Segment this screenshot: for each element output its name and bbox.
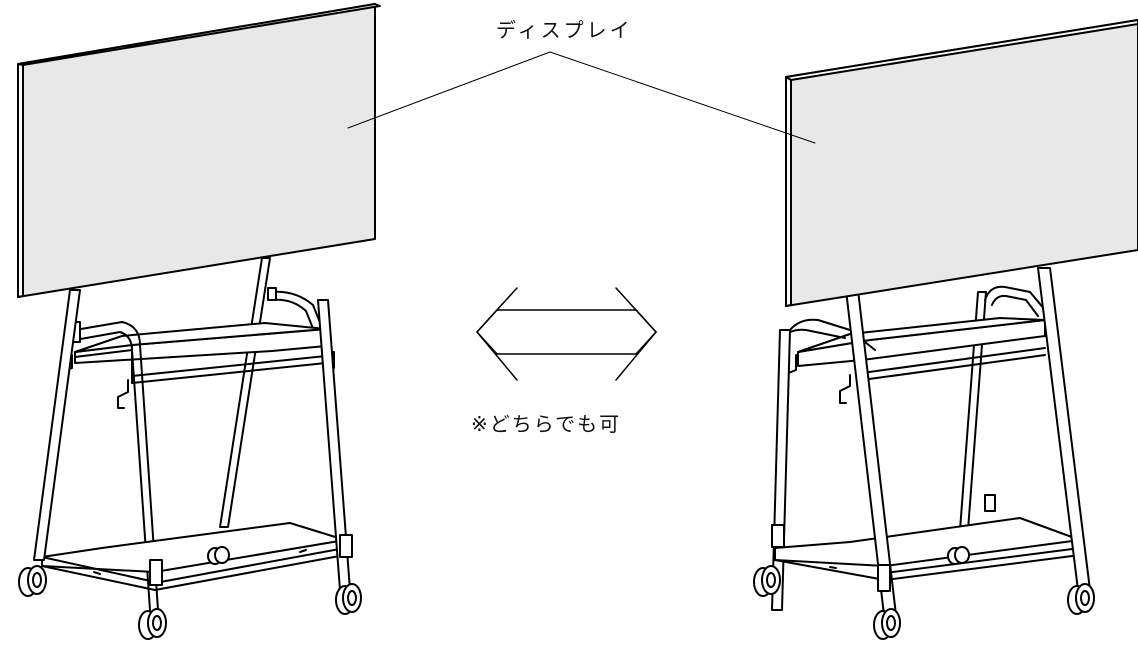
right-stand bbox=[753, 19, 1138, 640]
left-display-panel bbox=[17, 3, 381, 298]
display-label: ディスプレイ bbox=[496, 18, 633, 42]
left-caster-1 bbox=[18, 565, 47, 597]
right-lower-shelf bbox=[774, 517, 1081, 581]
left-caster-3 bbox=[138, 608, 167, 640]
left-caster-4 bbox=[207, 546, 230, 565]
right-display-panel bbox=[785, 19, 1138, 307]
right-legs bbox=[845, 267, 1091, 616]
left-back-legs bbox=[219, 257, 324, 528]
right-casters bbox=[753, 546, 1095, 640]
left-lower-shelf bbox=[41, 522, 346, 591]
right-caster-2 bbox=[1067, 583, 1095, 615]
right-side-frame bbox=[771, 318, 876, 611]
double-headed-arrow-icon bbox=[476, 287, 657, 381]
left-casters bbox=[18, 546, 362, 640]
left-stand bbox=[17, 3, 381, 640]
right-caster-3 bbox=[873, 608, 901, 640]
display-leader-lines bbox=[347, 51, 816, 144]
right-caster-4 bbox=[947, 546, 970, 565]
right-upper-shelf bbox=[785, 317, 1051, 404]
left-caster-2 bbox=[335, 583, 362, 615]
right-caster-1 bbox=[753, 565, 781, 597]
either-side-note: ※どちらでも可 bbox=[471, 412, 622, 436]
